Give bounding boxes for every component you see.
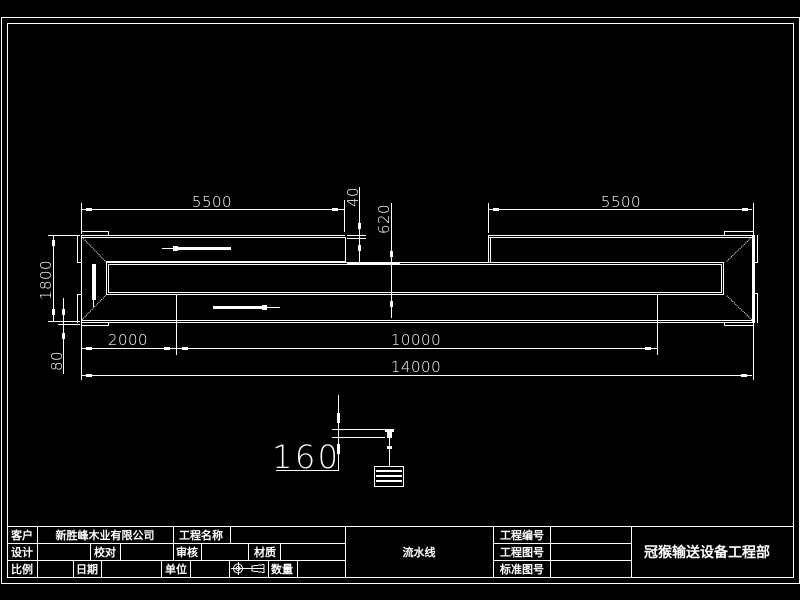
design-label: 设计 [11,545,33,559]
dim-1800: 1800 [37,260,55,300]
first-angle-projection-icon [231,562,265,575]
title-block-grid [7,526,793,577]
drawing-no-label: 工程图号 [500,545,544,559]
flow-arrow-right [213,305,280,310]
dimension-lines [48,187,754,380]
dim-2000: 2000 [108,331,148,349]
check-label: 校对 [94,545,116,559]
customer-value: 新胜峰木业有限公司 [56,528,155,542]
drawing-name: 流水线 [403,545,436,559]
dim-160: 160 [272,438,338,476]
material-label: 材质 [254,545,276,559]
flow-arrow-left [162,246,231,251]
dim-14000: 14000 [391,358,441,376]
scale-label: 比例 [11,562,33,576]
dim-80: 80 [48,351,66,371]
dim-5500-right: 5500 [601,193,641,211]
unit-label: 单位 [165,562,187,576]
customer-label: 客户 [10,528,33,542]
section-detail [276,395,404,487]
conveyor-plan [77,231,758,355]
standard-no-label: 标准图号 [499,562,544,576]
dim-40: 40 [344,187,362,207]
dimension-texts: 5500 5500 40 620 1800 80 2000 10000 1400… [37,187,641,376]
dim-5500-left: 5500 [192,193,232,211]
title-block-text: 客户 新胜峰木业有限公司 工程名称 设计 校对 审核 材质 比例 日期 单位 数… [10,528,770,576]
flow-arrow-down [92,264,96,307]
company-name: 冠猴输送设备工程部 [644,544,770,561]
dimension-arrowheads [52,208,748,377]
inner-border [7,23,794,578]
project-name-label: 工程名称 [179,528,223,542]
dim-620: 620 [375,204,393,234]
quantity-label: 数量 [271,562,293,576]
review-label: 审核 [176,545,198,559]
project-no-label: 工程编号 [500,528,544,542]
date-label: 日期 [76,562,98,576]
dim-10000: 10000 [391,331,441,349]
